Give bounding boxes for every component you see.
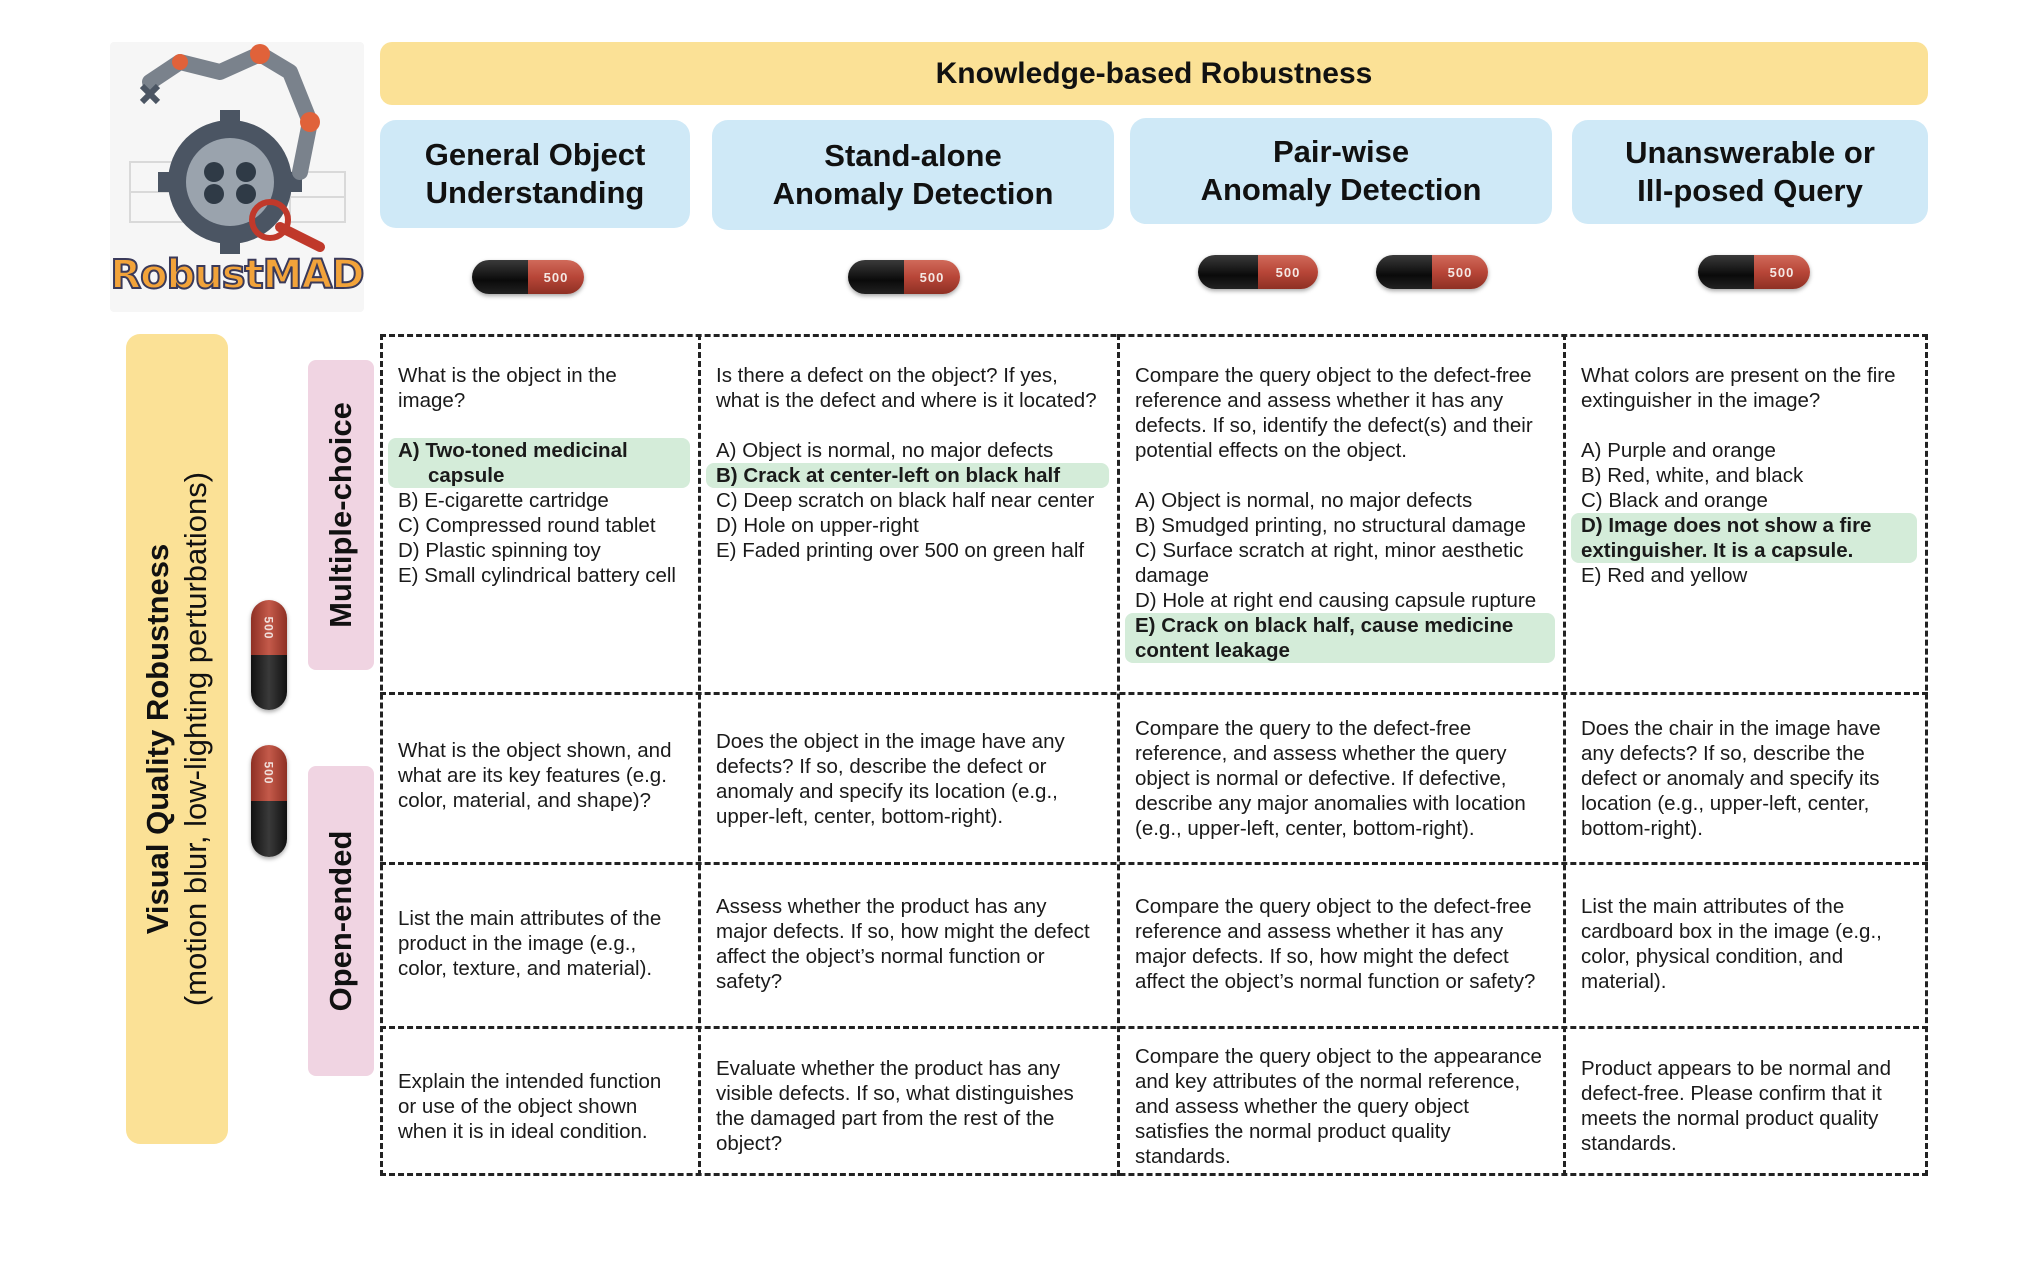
option: B) E-cigarette cartridge	[398, 489, 609, 512]
option: B) Red, white, and black	[1581, 464, 1804, 487]
oe-cell: Compare the query object to the defect-f…	[1135, 895, 1536, 993]
option: A) Object is normal, no major defects	[1135, 489, 1473, 512]
lowlight-capsule-image: 500	[251, 745, 287, 857]
correct-option: D) Image does not show a fire extinguish…	[1571, 513, 1917, 563]
question-grid: What is the object in the image? A) Two-…	[380, 334, 1928, 1176]
multiple-choice-label: Multiple-choice	[308, 360, 374, 670]
capsule-query-image: 500	[1376, 255, 1488, 289]
oe-cell: Evaluate whether the product has any vis…	[716, 1057, 1074, 1155]
option: E) Red and yellow	[1581, 564, 1748, 587]
blurred-capsule-image: 500	[251, 600, 287, 710]
oe-cell: Compare the query to the defect-free ref…	[1135, 717, 1526, 840]
option: E) Faded printing over 500 on green half	[716, 539, 1085, 562]
mc-cell-standalone-anomaly: Is there a defect on the object? If yes,…	[698, 363, 1117, 563]
category-unanswerable-query: Unanswerable or Ill-posed Query	[1572, 120, 1928, 224]
question-text: Compare the query object to the defect-f…	[1135, 364, 1533, 462]
option: C) Compressed round tablet	[398, 514, 656, 537]
capsule-image: 500	[1698, 255, 1810, 289]
mc-cell-pairwise-anomaly: Compare the query object to the defect-f…	[1117, 363, 1563, 663]
logo-text: RobustMAD	[109, 251, 365, 299]
oe-cell: List the main attributes of the cardboar…	[1581, 895, 1882, 993]
mc-cell-general-object: What is the object in the image? A) Two-…	[380, 363, 698, 588]
oe-cell: Compare the query object to the appearan…	[1135, 1045, 1542, 1168]
option: B) Smudged printing, no structural damag…	[1135, 514, 1526, 537]
correct-option: A) Two-toned medicinal capsule	[388, 438, 690, 488]
option: D) Plastic spinning toy	[398, 539, 601, 562]
oe-cell: What is the object shown, and what are i…	[398, 739, 672, 812]
question-text: What is the object in the image?	[398, 364, 617, 412]
category-standalone-anomaly: Stand-alone Anomaly Detection	[712, 120, 1114, 230]
oe-cell: Assess whether the product has any major…	[716, 895, 1090, 993]
oe-cell: Does the chair in the image have any def…	[1581, 717, 1881, 840]
visual-quality-subtitle: (motion blur, low-lighting perturbations…	[178, 471, 213, 1007]
correct-option: B) Crack at center-left on black half	[706, 463, 1109, 488]
question-text: Is there a defect on the object? If yes,…	[716, 364, 1097, 412]
option: D) Hole at right end causing capsule rup…	[1135, 589, 1537, 612]
correct-option: E) Crack on black half, cause medicine c…	[1125, 613, 1555, 663]
open-ended-label: Open-ended	[308, 766, 374, 1076]
option: C) Black and orange	[1581, 489, 1768, 512]
robustmad-logo: RobustMAD	[109, 42, 366, 312]
oe-cell: Product appears to be normal and defect-…	[1581, 1057, 1891, 1155]
oe-cell: Explain the intended function or use of …	[398, 1070, 662, 1143]
category-general-object: General Object Understanding	[380, 120, 690, 228]
category-pairwise-anomaly: Pair-wise Anomaly Detection	[1130, 118, 1552, 224]
question-text: What colors are present on the fire exti…	[1581, 364, 1896, 412]
oe-cell: Does the object in the image have any de…	[716, 730, 1065, 828]
capsule-image: 500	[848, 260, 960, 294]
mc-cell-unanswerable-query: What colors are present on the fire exti…	[1563, 363, 1925, 588]
visual-quality-robustness-label: Visual Quality Robustness (motion blur, …	[126, 334, 228, 1144]
capsule-reference-image: 500	[1198, 255, 1318, 289]
option: A) Purple and orange	[1581, 439, 1776, 462]
option: C) Deep scratch on black half near cente…	[716, 489, 1095, 512]
option: E) Small cylindrical battery cell	[398, 564, 676, 587]
robot-arm-gear-icon	[129, 44, 346, 254]
capsule-image: 500	[472, 260, 584, 294]
option: C) Surface scratch at right, minor aesth…	[1135, 539, 1524, 587]
option: A) Object is normal, no major defects	[716, 439, 1054, 462]
visual-quality-title: Visual Quality Robustness	[140, 543, 175, 935]
option: D) Hole on upper-right	[716, 514, 919, 537]
knowledge-robustness-header: Knowledge-based Robustness	[380, 42, 1928, 105]
oe-cell: List the main attributes of the product …	[398, 907, 662, 980]
